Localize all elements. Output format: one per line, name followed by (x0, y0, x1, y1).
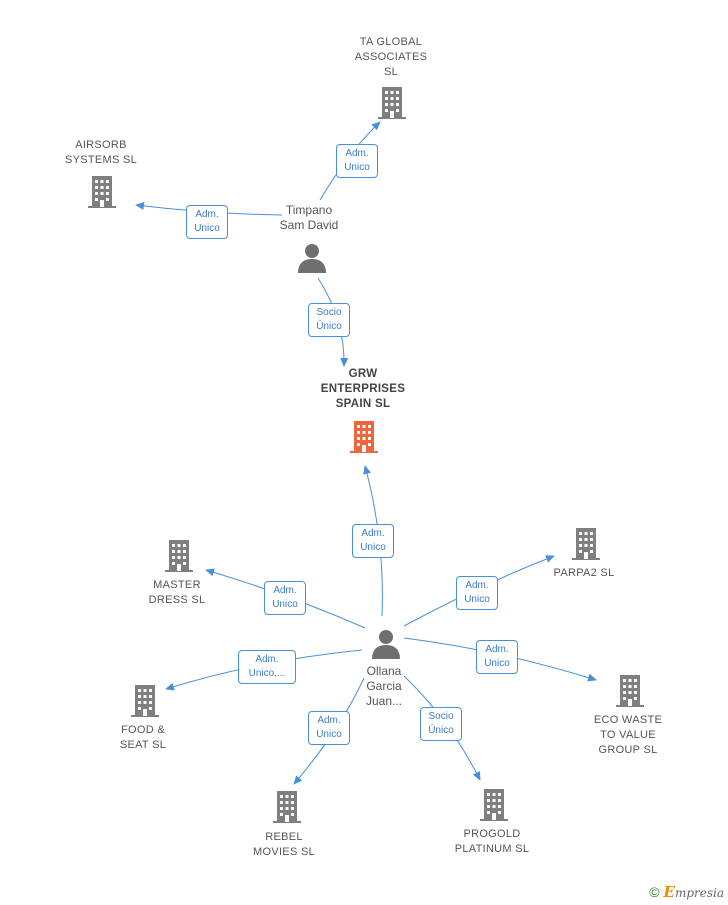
building-icon-grw[interactable] (349, 420, 379, 454)
building-icon-progold[interactable] (479, 788, 509, 822)
node-label-food-seat[interactable]: FOOD &SEAT SL (119, 724, 167, 751)
building-icon-food-seat[interactable] (130, 684, 160, 718)
edge-label-ollana-food-seat[interactable]: Adm.Unico,... (238, 650, 296, 684)
brand-name: Empresia (663, 883, 725, 901)
building-icon-airsorb[interactable] (87, 175, 117, 209)
footer-brand: © Empresia (649, 883, 724, 901)
building-icon-parpa2[interactable] (571, 527, 601, 561)
building-icon-ta-global[interactable] (377, 86, 407, 120)
brand-initial: E (663, 883, 675, 901)
edge-label-ollana-grw[interactable]: Adm.Unico (352, 524, 394, 558)
edge-label-ollana-parpa2[interactable]: Adm.Unico (456, 576, 498, 610)
edge-label-timpano-airsorb[interactable]: Adm.Unico (186, 205, 228, 239)
copyright-symbol: © (649, 884, 660, 900)
node-label-parpa2[interactable]: PARPA2 SL (553, 567, 615, 579)
building-icon-rebel-movies[interactable] (272, 790, 302, 824)
building-icon-eco-waste[interactable] (615, 674, 645, 708)
building-icon-master-dress[interactable] (164, 539, 194, 573)
person-icon-timpano[interactable] (296, 242, 328, 274)
edge-label-timpano-ta-global[interactable]: Adm.Unico (336, 144, 378, 178)
edge-label-ollana-eco-waste[interactable]: Adm.Unico (476, 640, 518, 674)
person-icon-ollana[interactable] (370, 628, 402, 660)
edge-label-ollana-master-dress[interactable]: Adm.Unico (264, 581, 306, 615)
edge-label-ollana-rebel-movies[interactable]: Adm.Unico (308, 711, 350, 745)
brand-rest: mpresia (674, 886, 724, 900)
